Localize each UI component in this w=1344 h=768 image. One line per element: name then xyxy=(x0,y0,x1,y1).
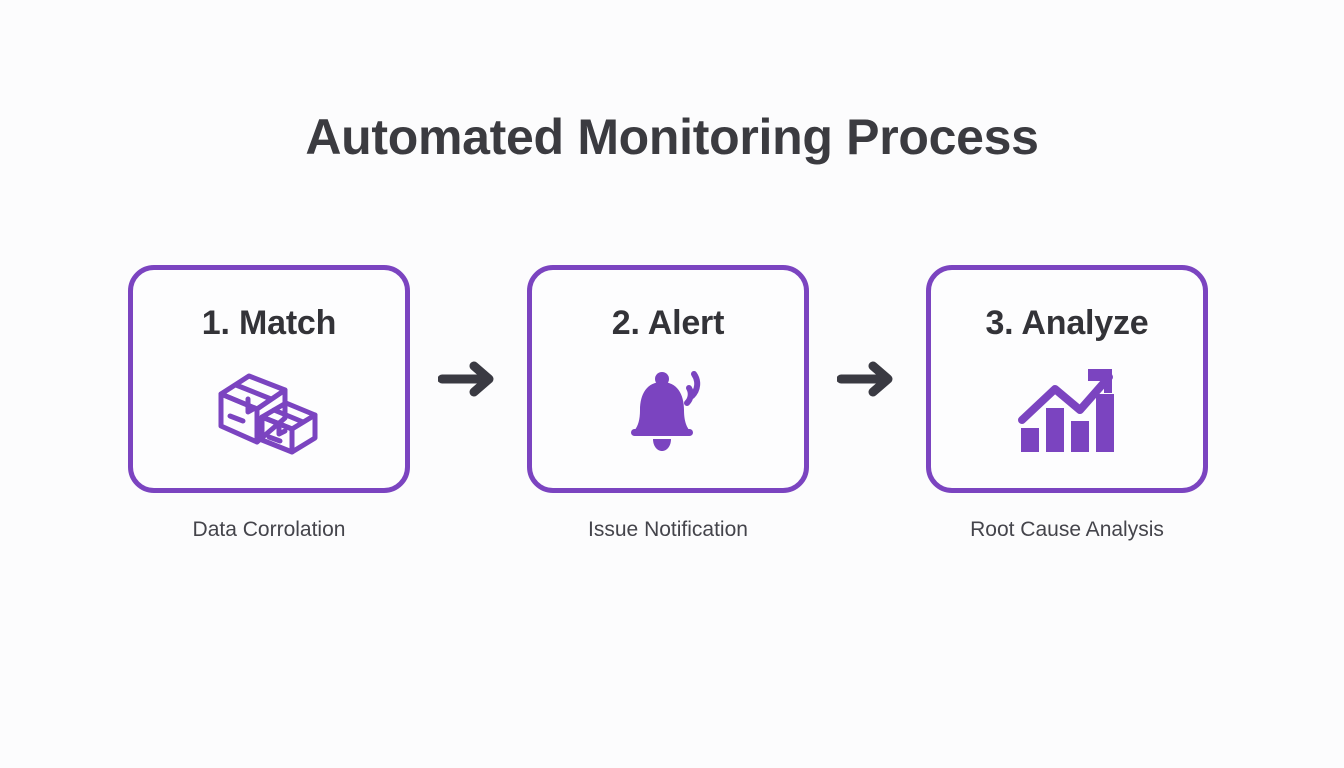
arrow-right-icon xyxy=(826,349,910,409)
process-step-analyze: 3. Analyze Root xyxy=(926,265,1208,540)
step-heading: 1. Match xyxy=(201,304,337,342)
step-card-analyze[interactable]: 3. Analyze xyxy=(926,265,1208,493)
step-caption: Data Corrolation xyxy=(192,518,346,541)
step-card-alert[interactable]: 2. Alert xyxy=(527,265,809,493)
process-flow: 1. Match xyxy=(128,265,1208,540)
process-step-match: 1. Match xyxy=(128,265,410,540)
page-title: Automated Monitoring Process xyxy=(305,109,1039,165)
bar-chart-growth-icon xyxy=(1012,362,1122,458)
step-heading: 3. Analyze xyxy=(985,304,1149,342)
bell-icon xyxy=(613,362,723,458)
packages-icon xyxy=(214,362,324,458)
arrow-right-icon xyxy=(427,349,511,409)
step-caption: Root Cause Analysis xyxy=(970,518,1164,541)
process-step-alert: 2. Alert xyxy=(527,265,809,540)
step-heading: 2. Alert xyxy=(611,304,725,342)
step-card-match[interactable]: 1. Match xyxy=(128,265,410,493)
step-caption: Issue Notification xyxy=(588,518,748,541)
